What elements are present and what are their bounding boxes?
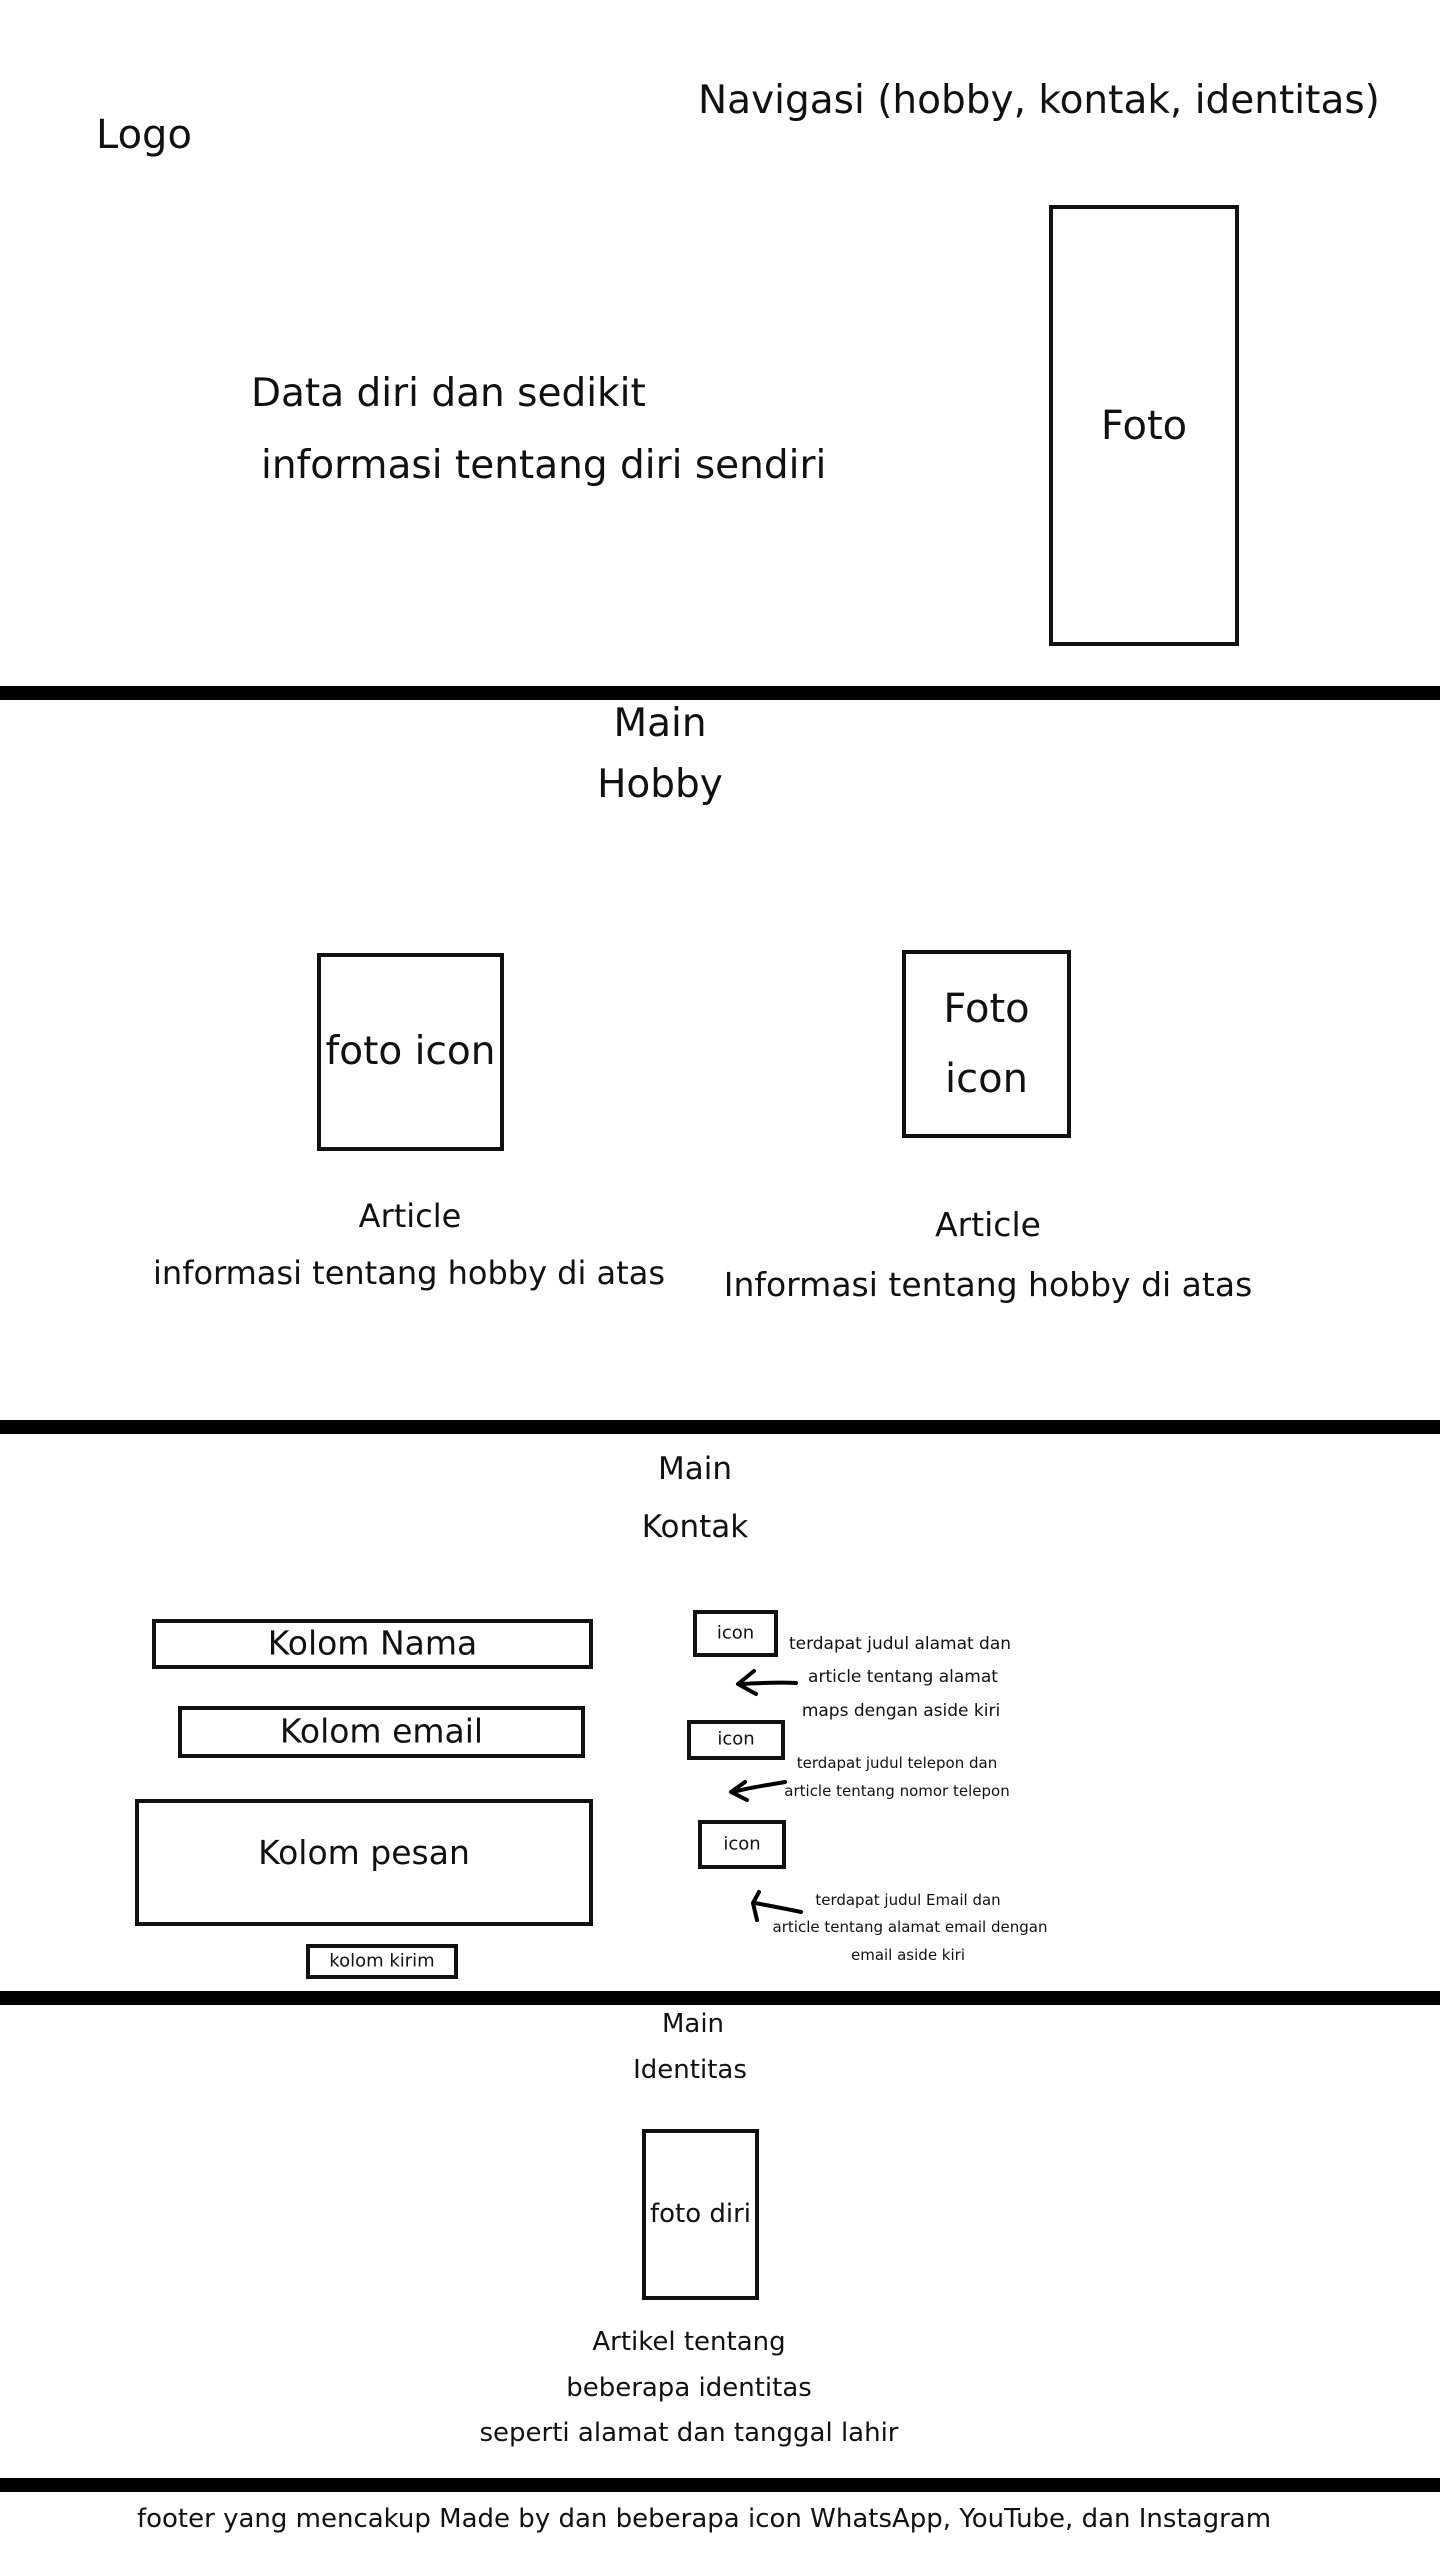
message-field[interactable]: Kolom pesan — [135, 1799, 593, 1926]
contact-email-line-2: article tentang alamat email dengan — [772, 1918, 1048, 1936]
contact-address-icon: icon — [693, 1610, 778, 1657]
contact-phone-line-1: terdapat judul telepon dan — [796, 1754, 998, 1772]
intro-line-1: Data diri dan sedikit — [251, 371, 646, 416]
intro-line-2: informasi tentang diri sendiri — [261, 443, 827, 488]
hobby-card-1-article-title: Article — [358, 1197, 462, 1235]
message-field-label: Kolom pesan — [258, 1833, 470, 1872]
divider-3 — [0, 1991, 1440, 2005]
contact-email-icon: icon — [698, 1820, 786, 1869]
hobby-title: Hobby — [597, 762, 723, 807]
contact-phone-line-2: article tentang nomor telepon — [784, 1782, 1010, 1800]
navigation[interactable]: Navigasi (hobby, kontak, identitas) — [698, 78, 1380, 123]
kontak-main-label: Main — [657, 1451, 733, 1487]
contact-email-line-1: terdapat judul Email dan — [815, 1891, 1001, 1909]
contact-phone-icon: icon — [687, 1720, 785, 1760]
name-field[interactable]: Kolom Nama — [152, 1619, 593, 1669]
kontak-title: Kontak — [641, 1509, 749, 1545]
submit-button-label: kolom kirim — [329, 1950, 435, 1972]
email-field[interactable]: Kolom email — [178, 1706, 585, 1758]
header-photo-box: Foto — [1049, 205, 1239, 646]
header-photo-label: Foto — [1100, 402, 1188, 449]
hobby-card-2-icon-label: Foto icon — [906, 974, 1067, 1114]
contact-address-line-3: maps dengan aside kiri — [801, 1701, 1001, 1721]
identitas-article-line-2: beberapa identitas — [566, 2373, 812, 2403]
contact-address-line-1: terdapat judul alamat dan — [788, 1634, 1012, 1654]
contact-email-line-3: email aside kiri — [850, 1946, 966, 1964]
identitas-title: Identitas — [633, 2055, 747, 2085]
contact-address-line-2: article tentang alamat — [808, 1667, 998, 1687]
identitas-article-line-3: seperti alamat dan tanggal lahir — [479, 2418, 899, 2448]
submit-button[interactable]: kolom kirim — [306, 1944, 458, 1979]
hobby-main-label: Main — [613, 701, 707, 746]
identitas-article-line-1: Artikel tentang — [592, 2327, 786, 2357]
arrow-left-icon — [729, 1780, 787, 1802]
hobby-card-2-icon-line-2: icon — [945, 1056, 1028, 1102]
identitas-main-label: Main — [661, 2009, 725, 2039]
logo[interactable]: Logo — [96, 112, 192, 158]
footer-text: footer yang mencakup Made by dan beberap… — [136, 2504, 1272, 2534]
arrow-left-icon — [736, 1669, 798, 1696]
identitas-photo-label: foto diri — [649, 2198, 752, 2229]
hobby-card-2-article-text: Informasi tentang hobby di atas — [723, 1265, 1253, 1304]
hobby-card-1-icon-label: foto icon — [325, 1028, 496, 1074]
hobby-card-1-icon: foto icon — [317, 953, 504, 1151]
hobby-card-1-article-text: informasi tentang hobby di atas — [153, 1254, 665, 1292]
divider-4 — [0, 2478, 1440, 2492]
divider-1 — [0, 686, 1440, 700]
hobby-card-2-article-title: Article — [935, 1205, 1041, 1244]
name-field-label: Kolom Nama — [267, 1623, 478, 1663]
identitas-photo-box: foto diri — [642, 2129, 759, 2300]
email-field-label: Kolom email — [279, 1711, 484, 1751]
hobby-card-2-icon-line-1: Foto — [943, 986, 1030, 1032]
divider-2 — [0, 1420, 1440, 1434]
arrow-left-icon — [751, 1890, 803, 1922]
hobby-card-2-icon: Foto icon — [902, 950, 1071, 1138]
